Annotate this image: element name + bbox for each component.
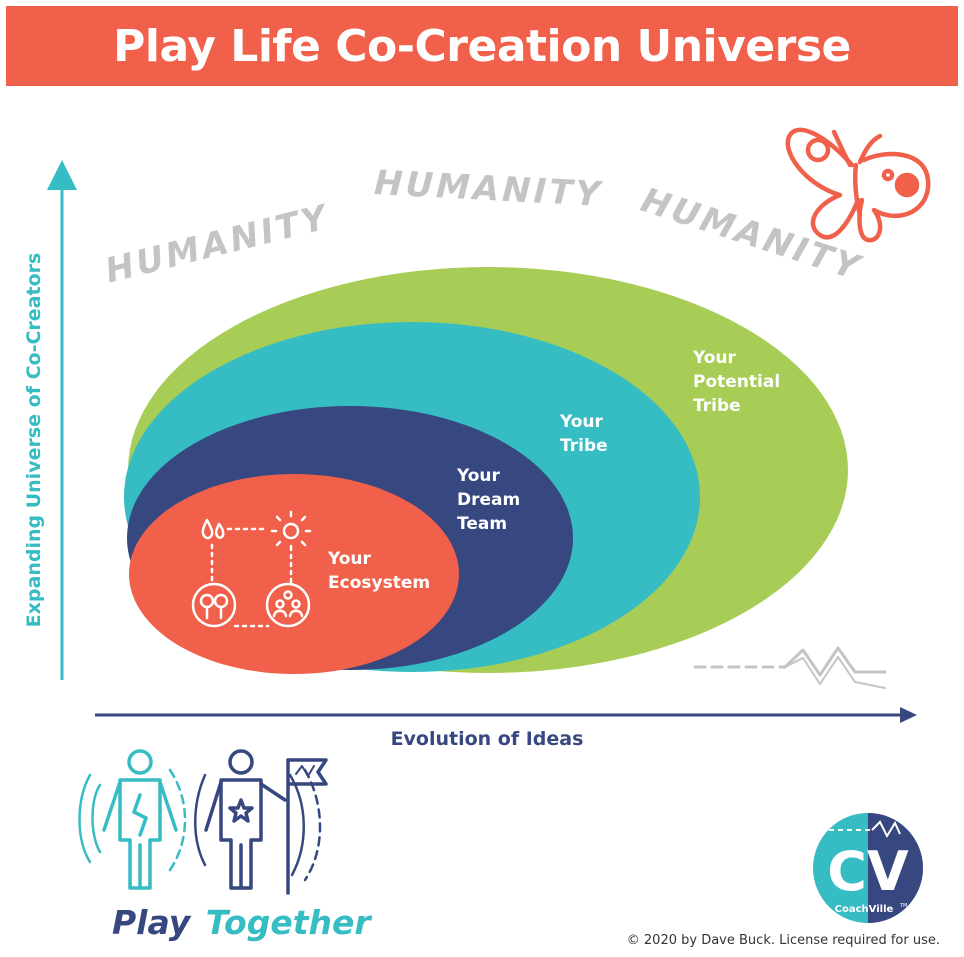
potential-tribe-label-1: Your (692, 348, 737, 368)
play-word: Play (112, 903, 192, 942)
potential-tribe-label-3: Tribe (693, 396, 741, 416)
butterfly-icon (785, 127, 931, 243)
coachville-logo: CV CoachVille TM (813, 813, 923, 923)
ecosystem-label-1: Your (327, 549, 372, 569)
dream-team-label-1: Your (456, 466, 501, 486)
logo-tm: TM (899, 903, 907, 909)
y-axis-label: Expanding Universe of Co-Creators (23, 253, 45, 628)
play-together-wordmark: Play Together (112, 903, 372, 942)
x-axis-arrowhead (900, 707, 917, 723)
ecosystem-label-2: Ecosystem (328, 573, 430, 593)
x-axis-label: Evolution of Ideas (391, 728, 584, 750)
play-together-illustration (78, 749, 328, 895)
dream-team-label-2: Dream (457, 490, 520, 510)
signal-zigzag-icon (693, 646, 887, 689)
tribe-label-2: Tribe (560, 436, 608, 456)
ring-ecosystem (129, 474, 459, 674)
tribe-label-1: Your (559, 412, 604, 432)
potential-tribe-label-2: Potential (693, 372, 780, 392)
ecosystem-icon (191, 510, 312, 628)
page-title: Play Life Co-Creation Universe (113, 20, 851, 72)
dream-team-label-3: Team (457, 514, 507, 534)
logo-brand: CoachVille (835, 904, 894, 915)
copyright-notice: © 2020 by Dave Buck. License required fo… (626, 933, 940, 948)
logo-letters: CV (827, 840, 909, 903)
title-banner: Play Life Co-Creation Universe (6, 6, 958, 86)
humanity-label-left: HUMANITY (101, 197, 333, 291)
humanity-label-center: HUMANITY (373, 163, 604, 215)
together-word: Together (206, 903, 373, 942)
